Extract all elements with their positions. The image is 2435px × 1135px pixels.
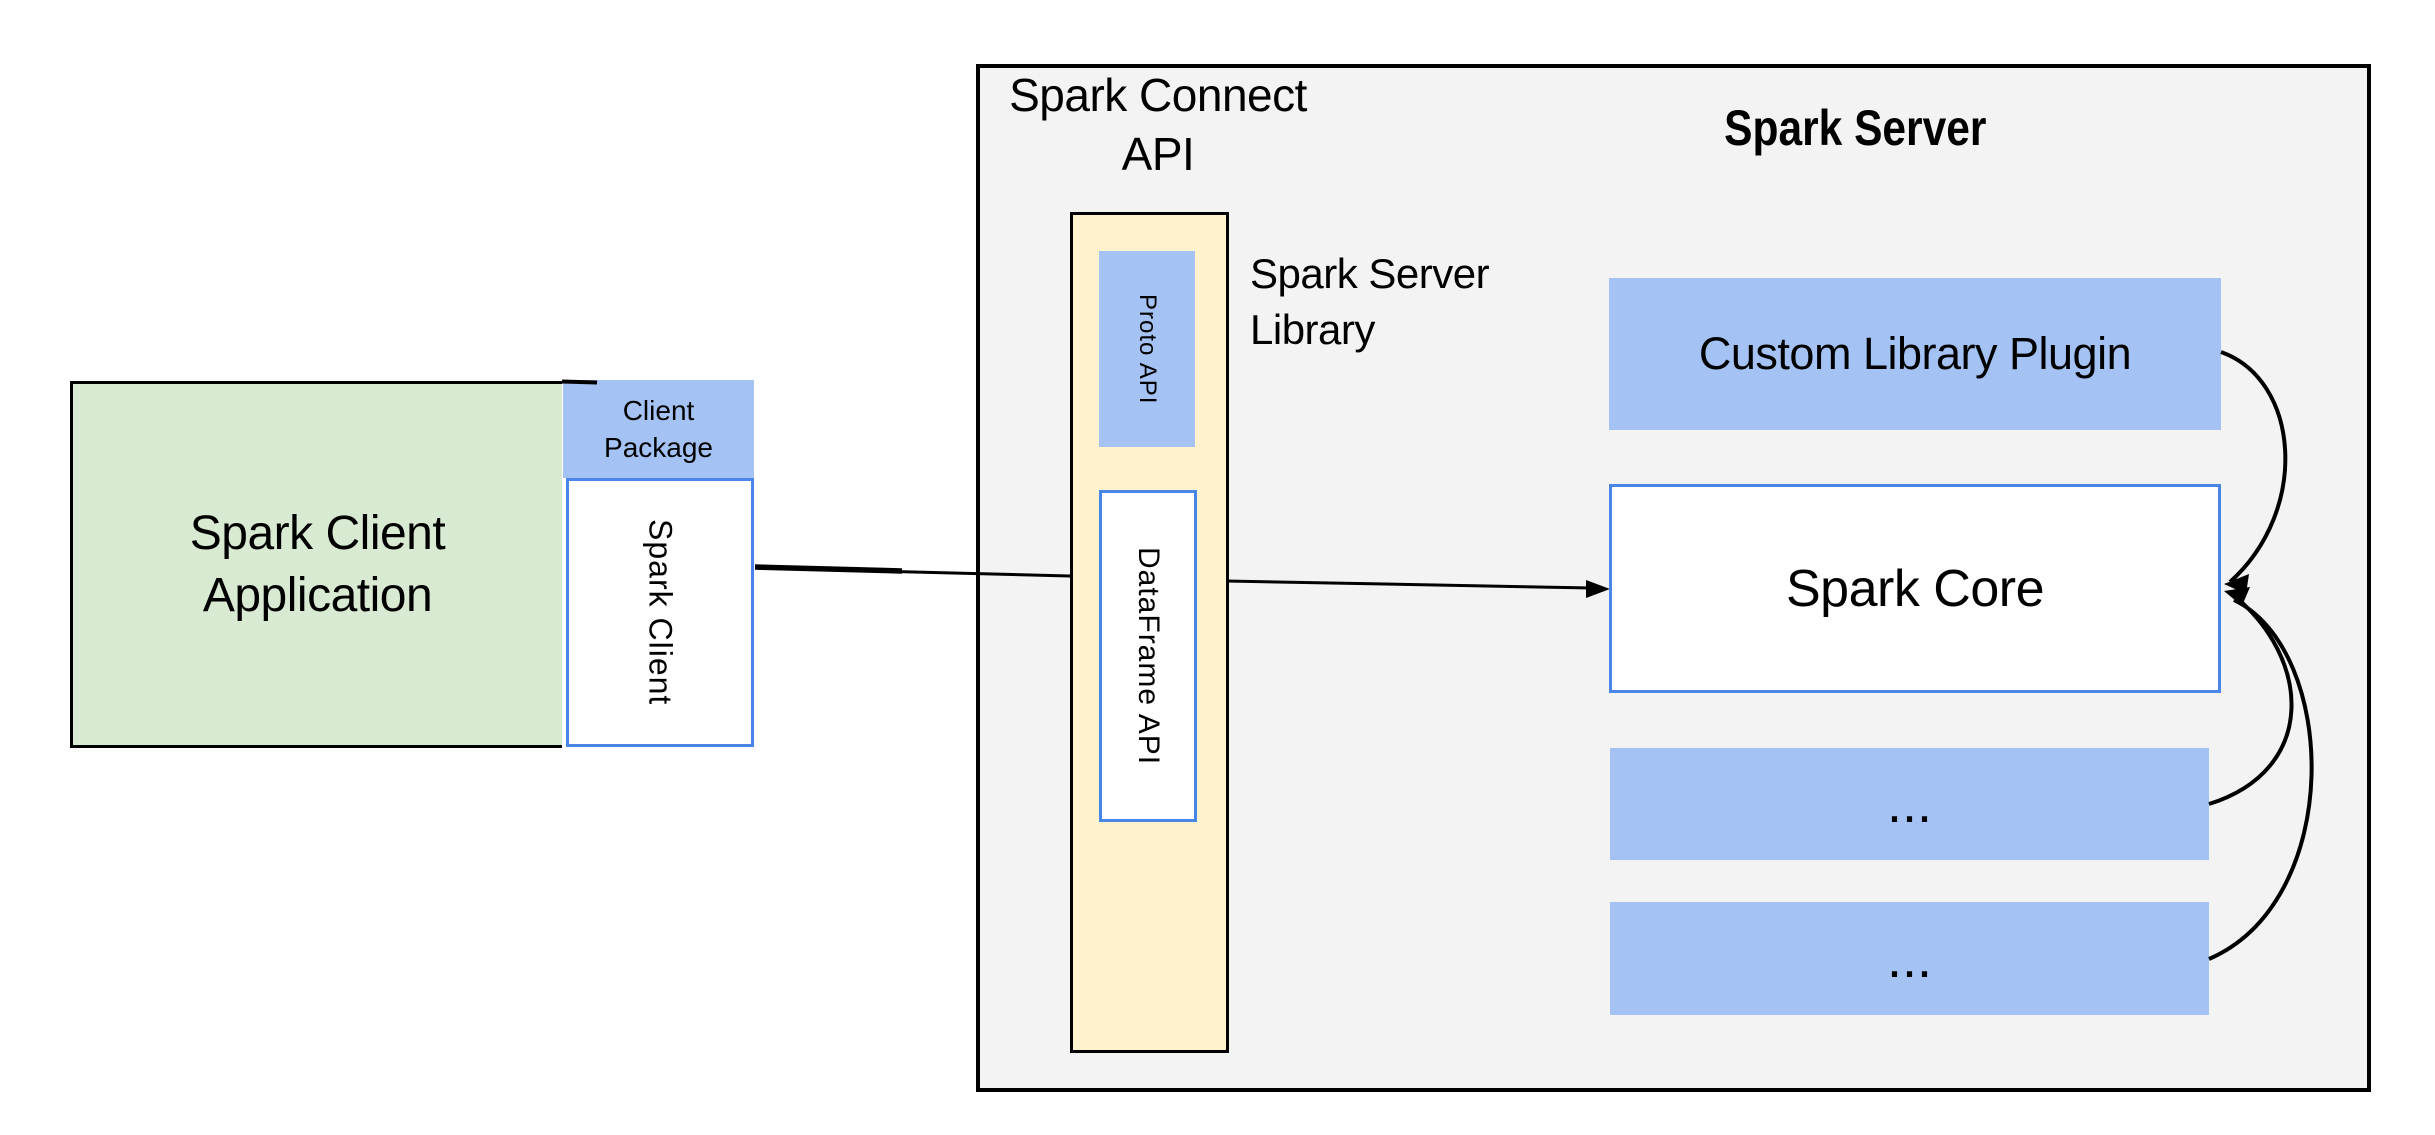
plugin-slot-box-2: ... bbox=[1610, 902, 2209, 1015]
spark-client-label: Spark Client bbox=[642, 519, 679, 706]
spark-client-application-label: Spark Client Application bbox=[189, 506, 446, 622]
dataframe-api-box: DataFrame API bbox=[1099, 490, 1197, 822]
spark-server-library-label: Spark Server Library bbox=[1250, 250, 1490, 353]
spark-server-title-text: Spark Server bbox=[1723, 100, 1987, 156]
custom-library-plugin-label: Custom Library Plugin bbox=[1698, 328, 2132, 379]
spark-client-box: Spark Client bbox=[566, 478, 754, 747]
spark-server-title: Spark Server bbox=[1655, 98, 2055, 158]
proto-api-label: Proto API bbox=[1134, 293, 1161, 405]
client-package-label: Client Package bbox=[604, 395, 713, 463]
arrow-client-thick-segment bbox=[754, 564, 903, 574]
dataframe-api-label: DataFrame API bbox=[1132, 546, 1165, 766]
spark-connect-api-title: Spark Connect API bbox=[1009, 69, 1307, 180]
custom-library-plugin-box: Custom Library Plugin bbox=[1609, 278, 2221, 430]
proto-api-box: Proto API bbox=[1099, 251, 1195, 447]
plugin-slot-2-label: ... bbox=[1886, 928, 1932, 989]
client-package-box: Client Package bbox=[563, 380, 754, 478]
spark-client-application-box: Spark Client Application bbox=[70, 381, 562, 748]
spark-core-label: Spark Core bbox=[1786, 559, 2045, 618]
plugin-slot-1-label: ... bbox=[1886, 774, 1932, 834]
spark-core-box: Spark Core bbox=[1609, 484, 2221, 693]
plugin-slot-box-1: ... bbox=[1610, 748, 2209, 860]
